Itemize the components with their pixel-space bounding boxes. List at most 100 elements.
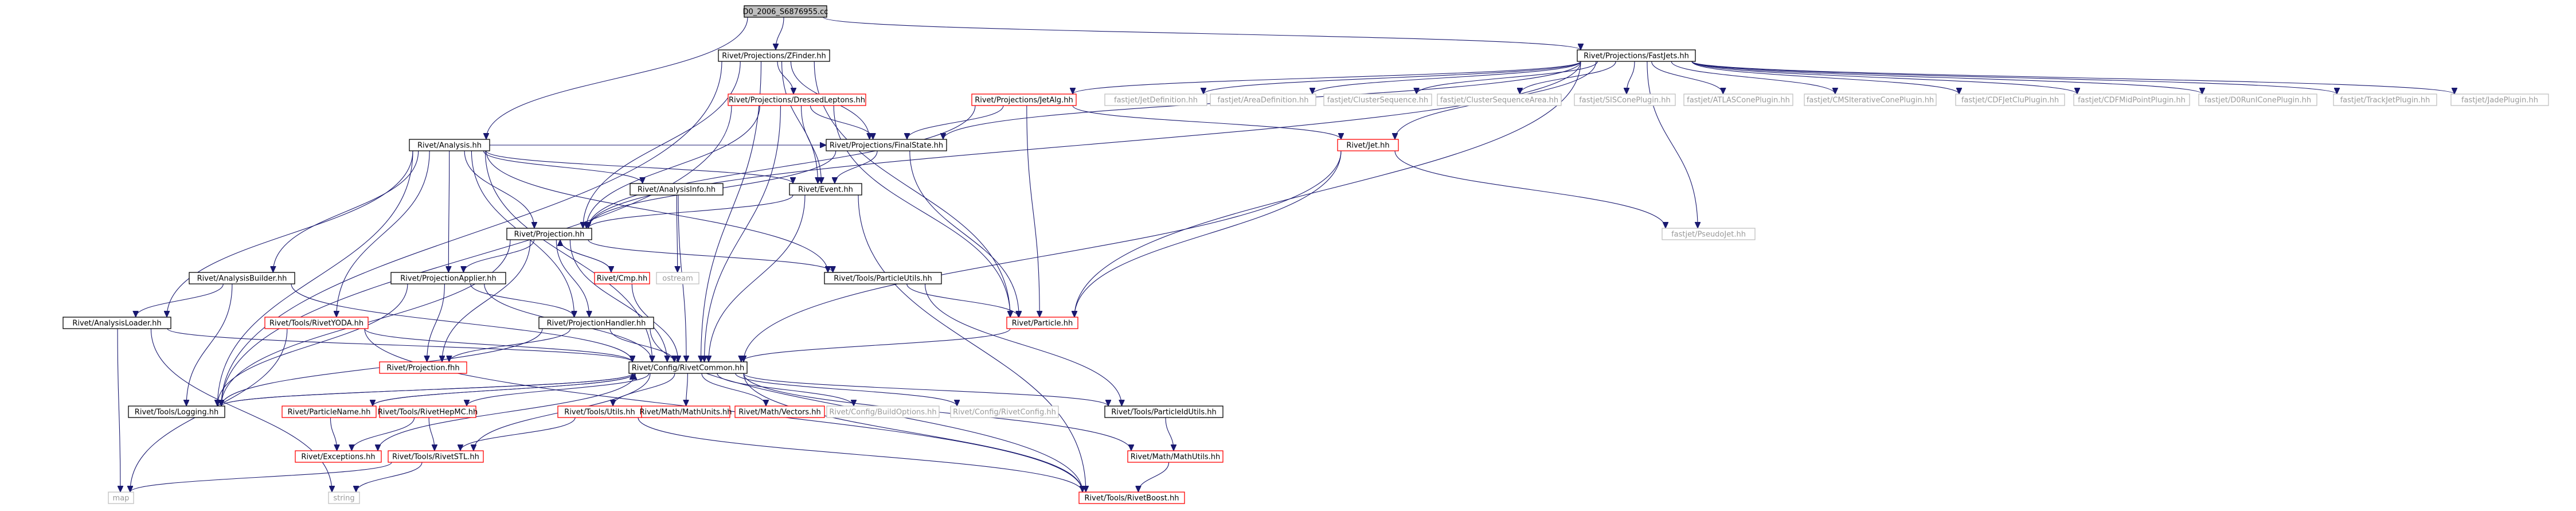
node-projection[interactable]: Rivet/Projection.hh xyxy=(506,228,592,240)
edge-particleidutils-to-mathutils xyxy=(1165,417,1174,451)
edge-zfinder-to-event xyxy=(781,61,818,184)
node-box xyxy=(1104,405,1223,418)
edge-analysis-to-projection xyxy=(464,150,534,228)
edge-line xyxy=(833,105,1010,317)
node-label: Rivet/Particle.hh xyxy=(1012,319,1073,328)
edge-fastjets-to-fj-areadef xyxy=(1312,61,1581,94)
edge-cmp-to-rivetcommon xyxy=(631,283,678,362)
edge-jetalg-to-jet xyxy=(1072,105,1341,139)
node-box xyxy=(826,139,947,151)
node-particleutils[interactable]: Rivet/Tools/ParticleUtils.hh xyxy=(824,272,942,284)
node-dressed[interactable]: Rivet/Projections/DressedLeptons.hh xyxy=(728,93,866,106)
node-rivetyoda[interactable]: Rivet/Tools/RivetYODA.hh xyxy=(264,317,369,329)
node-cmp[interactable]: Rivet/Cmp.hh xyxy=(594,272,650,284)
node-mathunits[interactable]: Rivet/Math/MathUnits.hh xyxy=(639,405,732,418)
node-label: fastjet/CDFMidPointPlugin.hh xyxy=(2078,96,2186,105)
node-fastjets[interactable]: Rivet/Projections/FastJets.hh xyxy=(1577,49,1696,62)
edge-line xyxy=(924,283,1122,406)
node-label: Rivet/AnalysisInfo.hh xyxy=(638,186,716,194)
node-analysisinfo[interactable]: Rivet/AnalysisInfo.hh xyxy=(630,183,724,196)
edge-jetalg-to-finalstate xyxy=(907,105,1004,139)
node-label: Rivet/Math/Vectors.hh xyxy=(738,408,821,417)
node-label: Rivet/Math/MathUnits.hh xyxy=(639,408,732,417)
edge-fastjets-to-fj-cdfmid xyxy=(1691,61,2077,94)
node-fj-cdfmid: fastjet/CDFMidPointPlugin.hh xyxy=(2073,93,2190,106)
node-label: Rivet/Tools/RivetSTL.hh xyxy=(392,453,479,462)
edge-line xyxy=(588,239,833,272)
node-label: fastjet/D0RunIConePlugin.hh xyxy=(2204,96,2311,105)
node-logging[interactable]: Rivet/Tools/Logging.hh xyxy=(128,405,225,418)
node-projfhh[interactable]: Rivet/Projection.fhh xyxy=(379,361,467,374)
edge-zfinder-to-dressed xyxy=(777,61,793,94)
node-box xyxy=(390,272,506,284)
edge-event-to-projection xyxy=(588,194,793,228)
edge-projection-to-projhandler xyxy=(556,239,589,317)
node-label: string xyxy=(333,494,354,503)
edge-line xyxy=(1026,105,1039,317)
edge-line xyxy=(221,373,632,407)
edge-line xyxy=(609,328,674,362)
node-jet[interactable]: Rivet/Jet.hh xyxy=(1337,139,1399,151)
edge-line xyxy=(1691,61,2454,94)
edge-d0-to-analysis xyxy=(486,17,748,139)
node-exceptions[interactable]: Rivet/Exceptions.hh xyxy=(295,450,382,463)
node-anabuilder[interactable]: Rivet/AnalysisBuilder.hh xyxy=(189,272,295,284)
node-finalstate[interactable]: Rivet/Projections/FinalState.hh xyxy=(826,139,947,151)
node-label: Rivet/Tools/Utils.hh xyxy=(564,408,635,417)
node-rivethepmc[interactable]: Rivet/Tools/RivetHepMC.hh xyxy=(378,405,478,418)
edge-line xyxy=(810,105,873,139)
edge-analysis-to-rivetyoda xyxy=(337,150,430,317)
edge-line xyxy=(560,240,612,273)
node-label: fastjet/AreaDefinition.hh xyxy=(1218,96,1309,105)
node-zfinder[interactable]: Rivet/Projections/ZFinder.hh xyxy=(718,49,830,62)
node-box xyxy=(189,272,295,284)
node-label: fastjet/ClusterSequenceArea.hh xyxy=(1440,96,1558,105)
node-box xyxy=(379,405,476,418)
edge-zfinder-to-rivetcommon xyxy=(701,61,762,362)
node-label: Rivet/Tools/RivetBoost.hh xyxy=(1085,494,1179,503)
edge-line xyxy=(777,61,793,94)
node-box xyxy=(388,450,484,463)
node-box xyxy=(789,183,862,196)
edge-line xyxy=(372,373,634,407)
edge-line xyxy=(741,328,1011,362)
edge-fastjets-to-fj-trackjet xyxy=(1691,61,2337,94)
edge-line xyxy=(556,239,589,317)
node-particleidutils[interactable]: Rivet/Tools/ParticleIdUtils.hh xyxy=(1104,405,1223,418)
node-label: Rivet/Projection.hh xyxy=(514,231,585,239)
edge-fastjets-to-fj-jetdef xyxy=(1203,61,1581,94)
node-rivetcommon[interactable]: Rivet/Config/RivetCommon.hh xyxy=(628,361,748,374)
node-label: Rivet/Tools/RivetHepMC.hh xyxy=(378,408,478,417)
edge-jetalg-to-particle xyxy=(1026,105,1039,317)
node-particle[interactable]: Rivet/Particle.hh xyxy=(1006,317,1078,329)
node-d0[interactable]: D0_2006_S6876955.cc xyxy=(743,5,828,18)
node-label: Rivet/AnalysisBuilder.hh xyxy=(197,275,287,283)
edge-line xyxy=(378,373,636,451)
node-analysis[interactable]: Rivet/Analysis.hh xyxy=(409,139,490,151)
node-event[interactable]: Rivet/Event.hh xyxy=(789,183,862,196)
node-jetalg[interactable]: Rivet/Projections/JetAlg.hh xyxy=(971,93,1077,106)
node-utils[interactable]: Rivet/Tools/Utils.hh xyxy=(557,405,642,418)
node-rivetstl[interactable]: Rivet/Tools/RivetSTL.hh xyxy=(388,450,484,463)
edge-mathutils-to-rivetboost xyxy=(1138,462,1170,492)
edge-projection-to-projapplier xyxy=(463,239,535,272)
node-mathutils[interactable]: Rivet/Math/MathUtils.hh xyxy=(1127,450,1223,463)
node-projhandler[interactable]: Rivet/ProjectionHandler.hh xyxy=(538,317,654,329)
node-particlename[interactable]: Rivet/ParticleName.hh xyxy=(282,405,377,418)
node-analoader[interactable]: Rivet/AnalysisLoader.hh xyxy=(62,317,171,329)
node-box xyxy=(628,361,748,374)
edge-projhandler-to-rivetcommon xyxy=(609,328,674,362)
node-label: Rivet/ProjectionApplier.hh xyxy=(400,275,496,283)
node-box xyxy=(826,405,940,418)
node-vectors[interactable]: Rivet/Math/Vectors.hh xyxy=(734,405,825,418)
node-box xyxy=(1127,450,1223,463)
edge-rivetcommon-to-vectors xyxy=(701,373,766,406)
edge-line xyxy=(1203,61,1581,94)
node-string: string xyxy=(328,492,360,504)
node-box xyxy=(1006,317,1078,329)
node-projapplier[interactable]: Rivet/ProjectionApplier.hh xyxy=(390,272,506,284)
edge-line xyxy=(1627,61,1635,94)
edge-line xyxy=(1073,61,1581,94)
edge-line xyxy=(449,328,571,362)
node-rivetboost[interactable]: Rivet/Tools/RivetBoost.hh xyxy=(1078,492,1185,504)
